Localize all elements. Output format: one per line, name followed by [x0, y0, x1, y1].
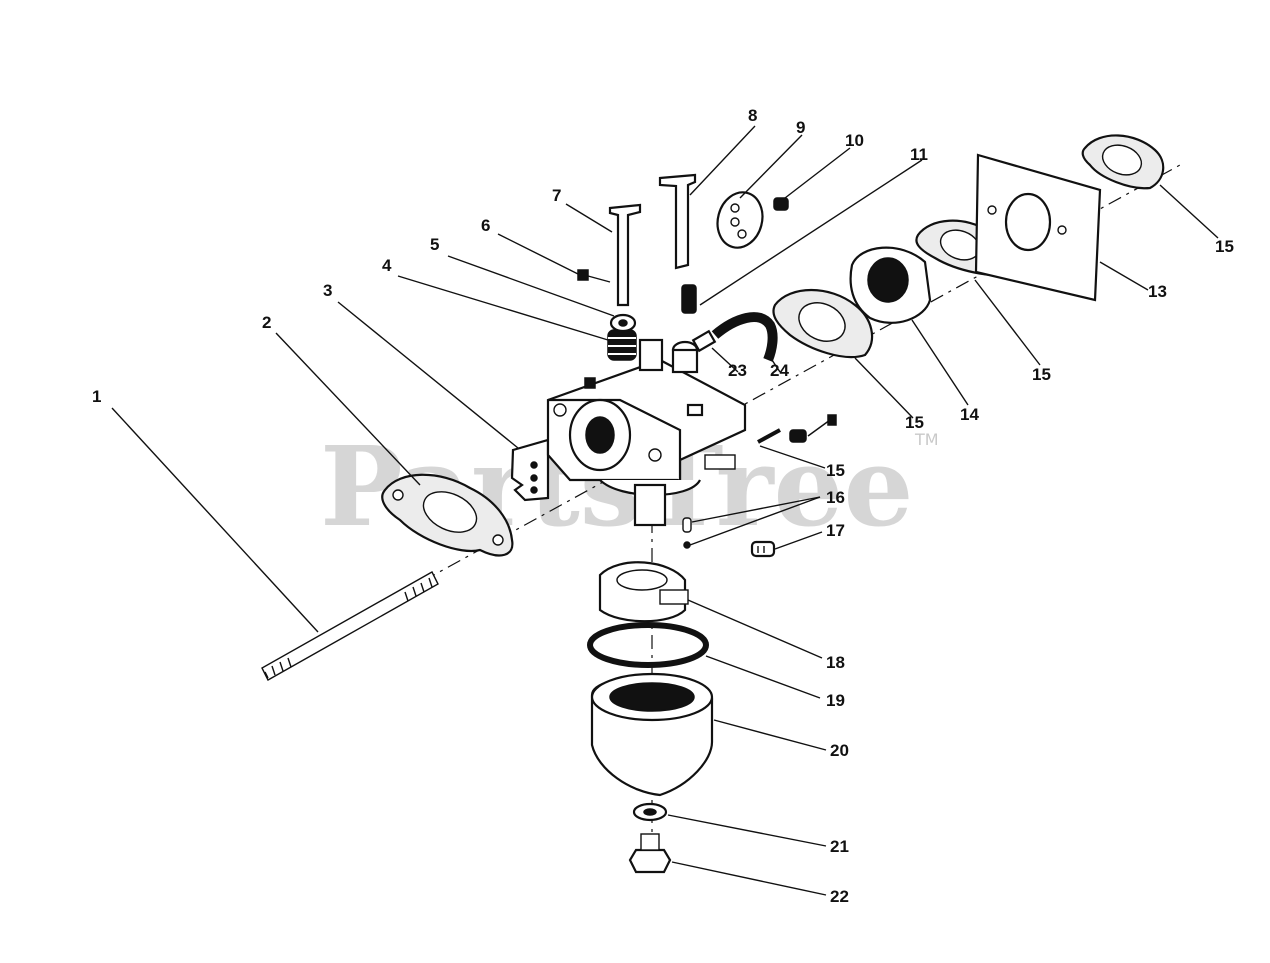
plate-part-13: [974, 153, 1102, 302]
throttle-plate-part-3: [510, 438, 550, 502]
callout-5[interactable]: 5: [430, 235, 439, 254]
callout-22[interactable]: 21: [830, 837, 849, 856]
callout-19[interactable]: 18: [826, 653, 845, 672]
callout-17[interactable]: 16: [826, 488, 845, 507]
choke-plate-part-9: [716, 191, 764, 249]
callout-25[interactable]: 24: [770, 361, 789, 380]
watermark-trademark: TM: [914, 430, 939, 449]
choke-shaft-part-7: [608, 203, 642, 307]
callout-21[interactable]: 20: [830, 741, 849, 760]
callout-10[interactable]: 10: [845, 131, 864, 150]
throttle-shaft-part-8: [658, 173, 697, 270]
callout-4[interactable]: 4: [382, 256, 392, 275]
stud-part-1: [261, 571, 439, 681]
spacer-part-14: [849, 246, 932, 324]
washer-part-22: [632, 802, 668, 822]
callout-8[interactable]: 8: [748, 106, 757, 125]
callout-6[interactable]: 6: [481, 216, 490, 235]
spring-part-4: [607, 329, 637, 361]
fuel-hose-part-25: [711, 312, 778, 362]
float-part-19: [598, 561, 689, 623]
nut-part-23: [628, 833, 672, 874]
callout-18[interactable]: 17: [826, 521, 845, 540]
o-ring-part-20: [587, 622, 709, 668]
washer-part-5: [609, 313, 637, 333]
callout-15-center[interactable]: 15: [905, 413, 924, 432]
gasket-part-2: [381, 473, 514, 557]
callout-13[interactable]: 13: [1148, 282, 1167, 301]
callout-3[interactable]: 3: [323, 281, 332, 300]
callout-1[interactable]: 1: [92, 387, 101, 406]
callout-24[interactable]: 23: [728, 361, 747, 380]
callout-15-far[interactable]: 15: [1215, 237, 1234, 256]
callout-15-right[interactable]: 15: [1032, 365, 1051, 384]
screw-part-18: [750, 540, 776, 558]
callout-11[interactable]: 11: [910, 145, 928, 164]
callout-14[interactable]: 14: [960, 405, 979, 424]
idle-screw: [789, 414, 837, 443]
callout-23[interactable]: 22: [830, 887, 849, 906]
screw-part-10: [773, 197, 789, 211]
gasket-part-15-far: [1081, 134, 1165, 190]
callout-20[interactable]: 19: [826, 691, 845, 710]
float-bowl-part-21: [590, 672, 714, 797]
leader-lines: [111, 125, 1219, 896]
callout-9[interactable]: 9: [796, 118, 805, 137]
callout-7[interactable]: 7: [552, 186, 561, 205]
needle-part-11: [681, 284, 697, 314]
carburetor-body: [546, 338, 747, 527]
pin-part-16: [757, 428, 781, 444]
screw-part-6: [577, 269, 611, 283]
part-callouts: 1 2 3 4 5 6 7 8 9 10 11 13 14 15 15 15 1…: [92, 106, 1234, 906]
fuel-fitting-part-24: [691, 329, 717, 353]
gasket-part-15-center: [772, 288, 874, 359]
callout-2[interactable]: 2: [262, 313, 271, 332]
callout-16[interactable]: 15: [826, 461, 845, 480]
